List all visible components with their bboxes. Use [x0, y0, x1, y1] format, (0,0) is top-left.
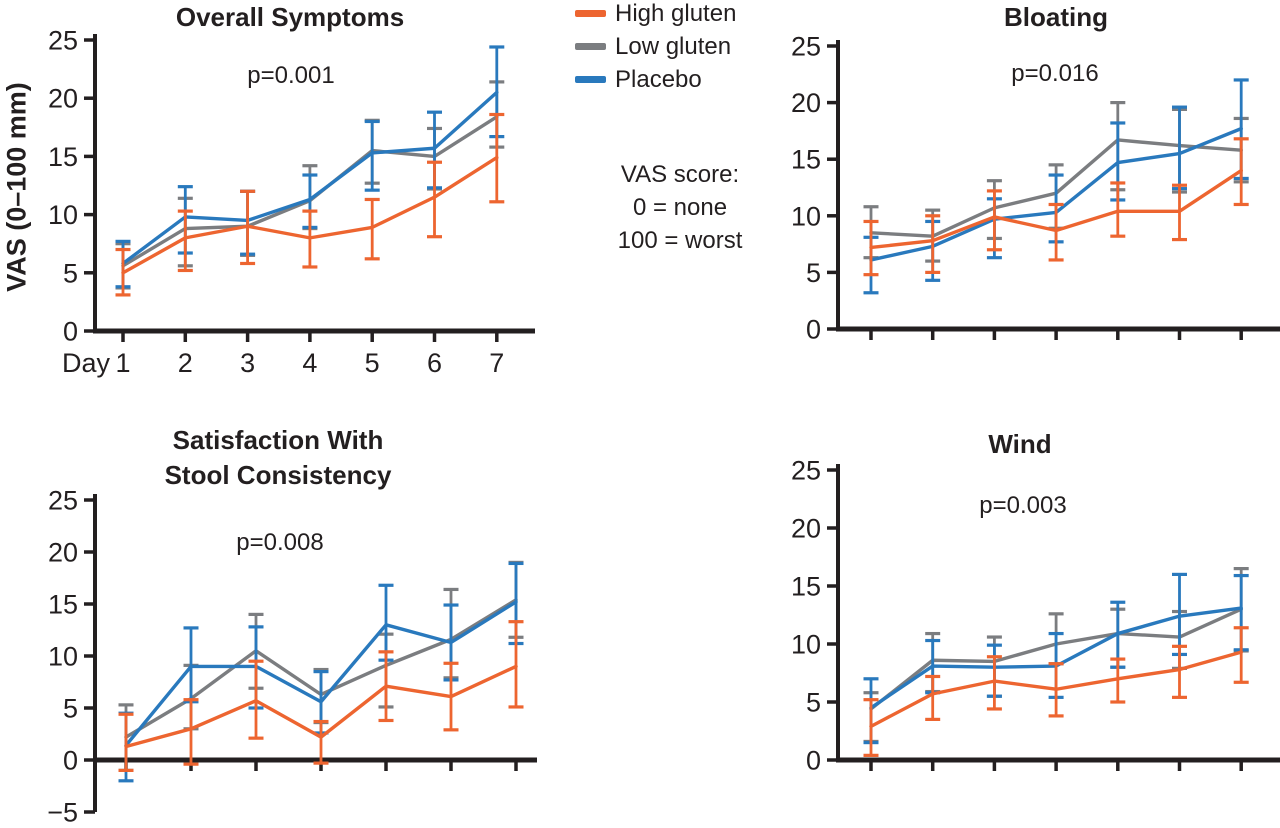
series-high-gluten	[115, 112, 505, 297]
y-tick-label: 25	[48, 486, 78, 516]
vas-note-line: 0 = none	[632, 194, 728, 221]
legend-item-high-gluten: High gluten	[575, 0, 736, 30]
y-tick-label: 0	[63, 746, 78, 776]
p-value-wind: p=0.003	[979, 492, 1067, 519]
y-tick-label: 10	[48, 642, 78, 672]
p-value-overall-symptoms: p=0.001	[247, 62, 335, 89]
y-tick-label: 25	[791, 456, 821, 486]
series-line	[124, 600, 518, 748]
vas-note-line: VAS score:	[620, 161, 740, 188]
chart-wind: 0 5 10 15 20 25	[791, 456, 1280, 776]
y-tick-label: 0	[806, 315, 821, 345]
chart-satisfaction-stool-consistency: −5 0 5 10 15 20 25	[47, 486, 537, 828]
chart-title-satisfaction-stool-consistency: Satisfaction With Stool Consistency	[164, 425, 392, 490]
y-tick-label: 15	[791, 145, 821, 175]
y-tick-label: 10	[48, 200, 78, 230]
placebo-line-swatch	[575, 76, 606, 83]
x-tick-label: 5	[365, 348, 380, 378]
x-tick-label: 1	[115, 348, 130, 378]
series-high-gluten	[863, 626, 1249, 757]
y-tick-label: 0	[806, 746, 821, 776]
y-tick-label: −5	[47, 798, 78, 828]
x-tick-label: 4	[302, 348, 317, 378]
high-gluten-line-swatch	[575, 10, 606, 17]
legend: High gluten Low gluten Placebo	[575, 0, 736, 96]
vas-score-note: VAS score: 0 = none 100 = worst	[618, 158, 743, 257]
chart-title-overall-symptoms: Overall Symptoms	[175, 2, 405, 32]
y-tick-label: 5	[806, 688, 821, 718]
y-tick-label: 10	[791, 630, 821, 660]
low-gluten-line-swatch	[575, 43, 606, 50]
legend-label: High gluten	[615, 0, 737, 27]
y-axis-title: VAS (0–100 mm)	[1, 82, 32, 292]
chart-overall-symptoms: 0 5 10 15 20 25 1 2 3 4 5 6 7 Day	[48, 26, 535, 378]
x-axis-prefix-label: Day	[62, 348, 111, 378]
x-tick-label: 3	[240, 348, 255, 378]
p-value-bloating: p=0.016	[1011, 60, 1099, 87]
series-line	[869, 650, 1243, 729]
series-high-gluten	[118, 620, 524, 773]
series-line	[869, 168, 1243, 250]
vas-note-line: 100 = worst	[617, 227, 743, 254]
y-tick-label: 25	[48, 26, 78, 56]
y-tick-label: 10	[791, 201, 821, 231]
y-tick-label: 5	[806, 258, 821, 288]
legend-label: Low gluten	[615, 32, 732, 60]
x-tick-label: 7	[489, 348, 504, 378]
y-tick-label: 25	[791, 32, 821, 62]
series-line	[121, 155, 499, 275]
chart-bloating: 0 5 10 15 20 25	[791, 32, 1280, 345]
y-tick-label: 20	[791, 514, 821, 544]
x-tick-label: 6	[427, 348, 442, 378]
chart-title-wind: Wind	[988, 429, 1052, 459]
series-line	[124, 664, 518, 749]
y-tick-label: 5	[63, 694, 78, 724]
y-tick-label: 5	[63, 258, 78, 288]
y-tick-label: 20	[48, 84, 78, 114]
series-high-gluten	[863, 137, 1249, 277]
y-tick-label: 0	[63, 317, 78, 347]
y-tick-label: 20	[791, 88, 821, 118]
chart-title-bloating: Bloating	[1004, 2, 1108, 32]
y-tick-label: 15	[791, 572, 821, 602]
legend-item-placebo: Placebo	[575, 63, 736, 96]
x-tick-label: 2	[178, 348, 193, 378]
y-tick-label: 15	[48, 590, 78, 620]
y-tick-label: 20	[48, 538, 78, 568]
p-value-satisfaction-stool-consistency: p=0.008	[236, 529, 324, 556]
legend-label: Placebo	[615, 65, 702, 93]
y-tick-label: 15	[48, 142, 78, 172]
legend-item-low-gluten: Low gluten	[575, 30, 736, 63]
